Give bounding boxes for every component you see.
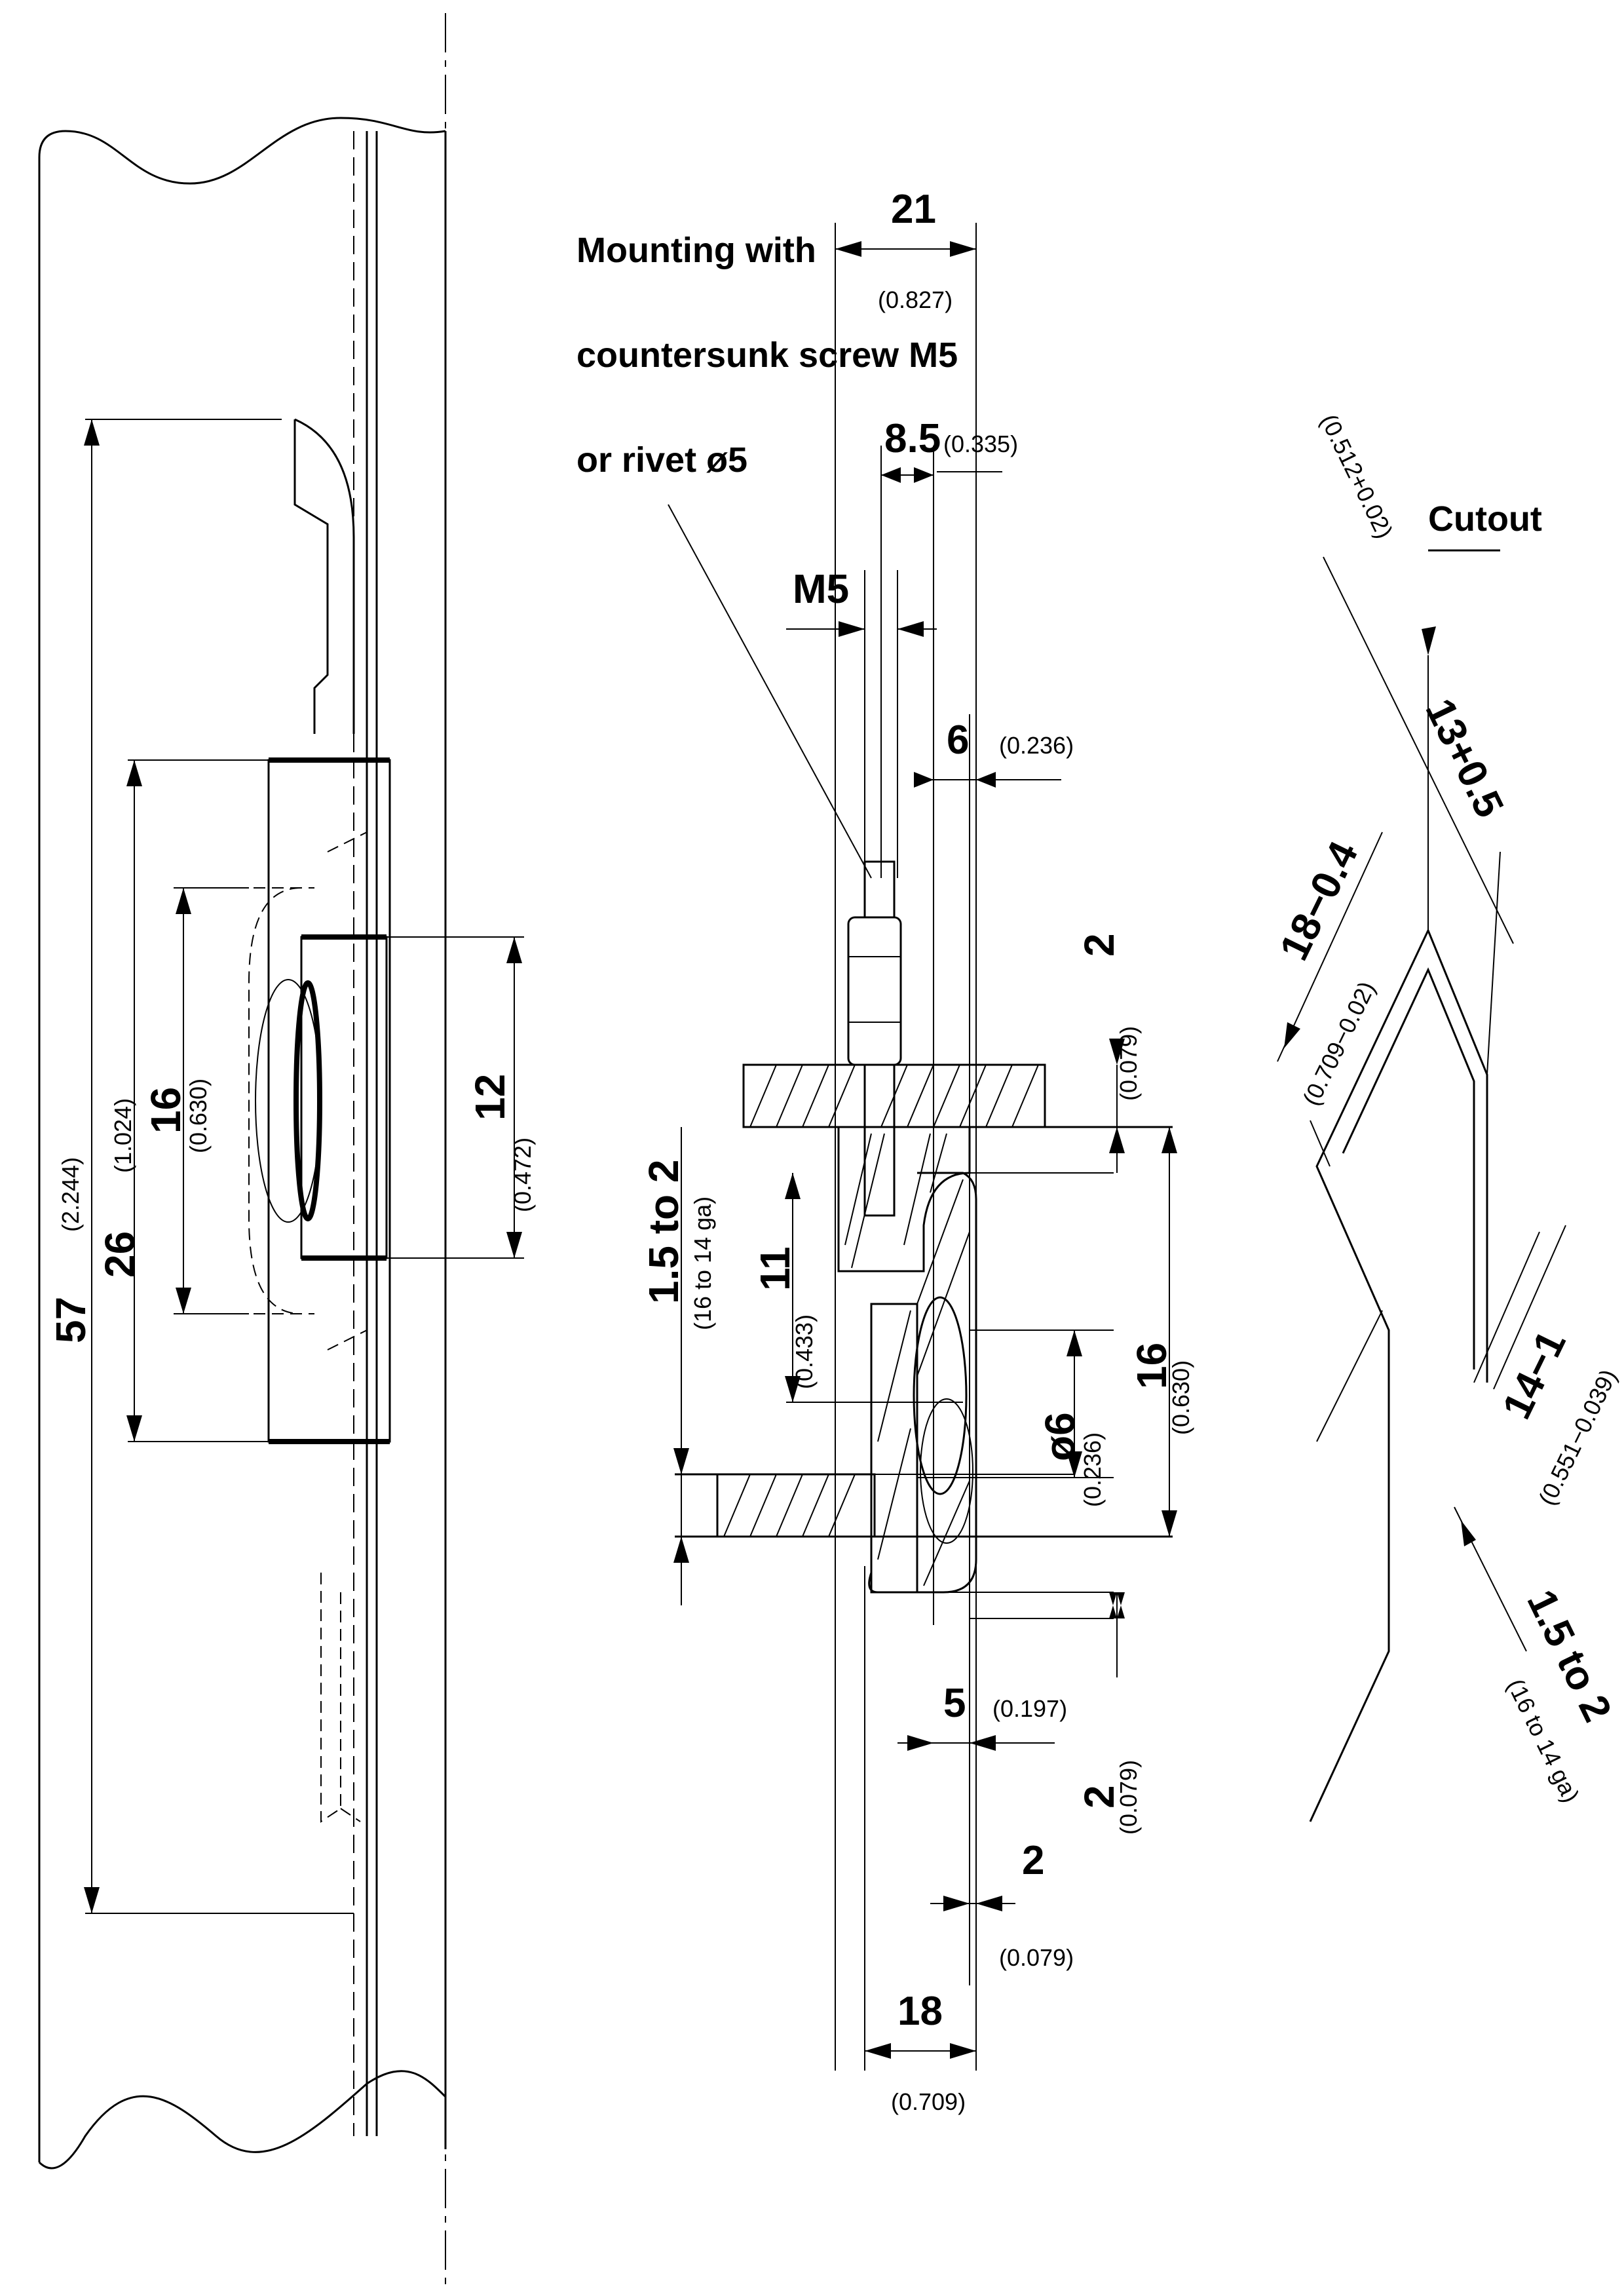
dim-2c: 2	[1022, 1838, 1044, 1883]
arrow-c18	[1284, 1022, 1300, 1048]
dim-2a-inch: (0.079)	[1115, 1026, 1142, 1101]
dim-dia6-inch: (0.236)	[1079, 1432, 1106, 1507]
screw-tip	[863, 860, 896, 919]
left-view: 57 (2.244) 26 (1.024) 16 (0.630) 12 (0.4…	[38, 13, 536, 2287]
knuckle-section	[868, 1172, 977, 1594]
note-line-3: or rivet ø5	[576, 440, 747, 480]
leaf-section	[870, 1303, 918, 1594]
dim-16b: 16	[1128, 1343, 1175, 1389]
hidden-details	[320, 832, 368, 1823]
arrows-85	[881, 467, 934, 483]
arrows-6	[914, 772, 996, 788]
dim-18-inch: (0.709)	[891, 2088, 966, 2115]
pin-section-inner	[920, 1398, 973, 1544]
dim-6: 6	[947, 718, 969, 763]
dim-57-inch: (2.244)	[57, 1157, 84, 1232]
dim-c14: 14−1	[1494, 1324, 1575, 1426]
panel-outline	[38, 117, 447, 2170]
dim-12: 12	[466, 1074, 514, 1120]
dim-21: 21	[891, 187, 936, 232]
dim-12-inch: (0.472)	[509, 1138, 536, 1212]
hinge-section-hatch	[844, 1133, 947, 1269]
dim-c13: 13+0.5	[1416, 692, 1512, 824]
arrow-13	[1422, 626, 1436, 655]
dim-c18-inch: (0.709−0.02)	[1297, 977, 1380, 1109]
dim-c18: 18−0.4	[1272, 834, 1367, 967]
dim-16b-inch: (0.630)	[1167, 1360, 1194, 1435]
arrows-11	[785, 1173, 801, 1402]
dim-m5: M5	[793, 567, 849, 612]
cutout-title: Cutout	[1428, 499, 1542, 539]
dim-11: 11	[751, 1246, 799, 1291]
pin-ellipse	[255, 979, 322, 1223]
hinge-body	[267, 759, 391, 1443]
pin-section	[913, 1296, 968, 1495]
dim-dia6: ø6	[1036, 1412, 1084, 1461]
dim-26: 26	[96, 1231, 143, 1278]
dim-21-inch: (0.827)	[878, 286, 953, 313]
dim-2a: 2	[1076, 933, 1123, 957]
arrow-c-thick	[1461, 1520, 1476, 1546]
dim-85-inch: (0.335)	[943, 430, 1018, 457]
dim-2b-inch: (0.079)	[1115, 1760, 1142, 1835]
arrows-2c	[943, 1896, 1002, 1911]
cutout-inner	[1342, 967, 1475, 1369]
knuckle-hatch	[877, 1179, 970, 1586]
ext-13-b	[1486, 851, 1501, 1075]
nut	[847, 916, 902, 1066]
cutout-view: Cutout 13+0.5 (0.512+0.02) 18−0.4 (0.709…	[1272, 410, 1622, 1822]
cutout-edge-line	[1310, 1120, 1331, 1167]
dim-6-inch: (0.236)	[999, 732, 1074, 759]
arrows-2a	[1109, 1039, 1125, 1153]
bottom-sheet-hatch	[723, 1474, 856, 1537]
pin-edge	[293, 980, 322, 1221]
screw-shank	[863, 1063, 896, 1217]
dim-thick-a: 1.5 to 2	[640, 1159, 687, 1304]
hinge-section	[837, 1126, 971, 1272]
dim-2c-inch: (0.079)	[999, 1944, 1074, 1971]
dim-26-inch: (1.024)	[109, 1098, 136, 1173]
dim-57: 57	[47, 1297, 94, 1343]
note-line-1: Mounting with	[576, 231, 816, 270]
dim-5: 5	[943, 1681, 966, 1726]
dim-16: 16	[142, 1087, 189, 1134]
leader-note	[668, 504, 872, 879]
arrows-18	[865, 2043, 976, 2059]
dim-16-inch: (0.630)	[185, 1079, 212, 1153]
arrows-5	[907, 1735, 996, 1751]
cutout-aux-line	[1316, 1310, 1383, 1442]
dim-11-inch: (0.433)	[791, 1314, 818, 1389]
dim-thick-a-inch: (16 to 14 ga)	[689, 1196, 716, 1330]
arrows-m5	[839, 621, 924, 637]
dim-18: 18	[897, 1989, 943, 2034]
dim-line-c18	[1277, 832, 1383, 1062]
section-view: Mounting with countersunk screw M5 or ri…	[576, 187, 1194, 2115]
dim-line-c14	[1493, 1225, 1566, 1390]
dim-c13-inch: (0.512+0.02)	[1315, 410, 1399, 543]
note-line-2: countersunk screw M5	[576, 335, 958, 375]
hinge-leaf	[293, 418, 355, 734]
arrows-thick-a	[673, 1448, 689, 1563]
cutout-aux-line-2	[1473, 1231, 1540, 1383]
dim-85: 8.5	[884, 416, 941, 461]
dim-line-13	[1323, 556, 1514, 944]
dim-5-inch: (0.197)	[992, 1695, 1067, 1722]
dim-2b: 2	[1076, 1785, 1123, 1808]
arrows-2b	[1109, 1592, 1125, 1618]
bottom-sheet	[716, 1473, 876, 1538]
